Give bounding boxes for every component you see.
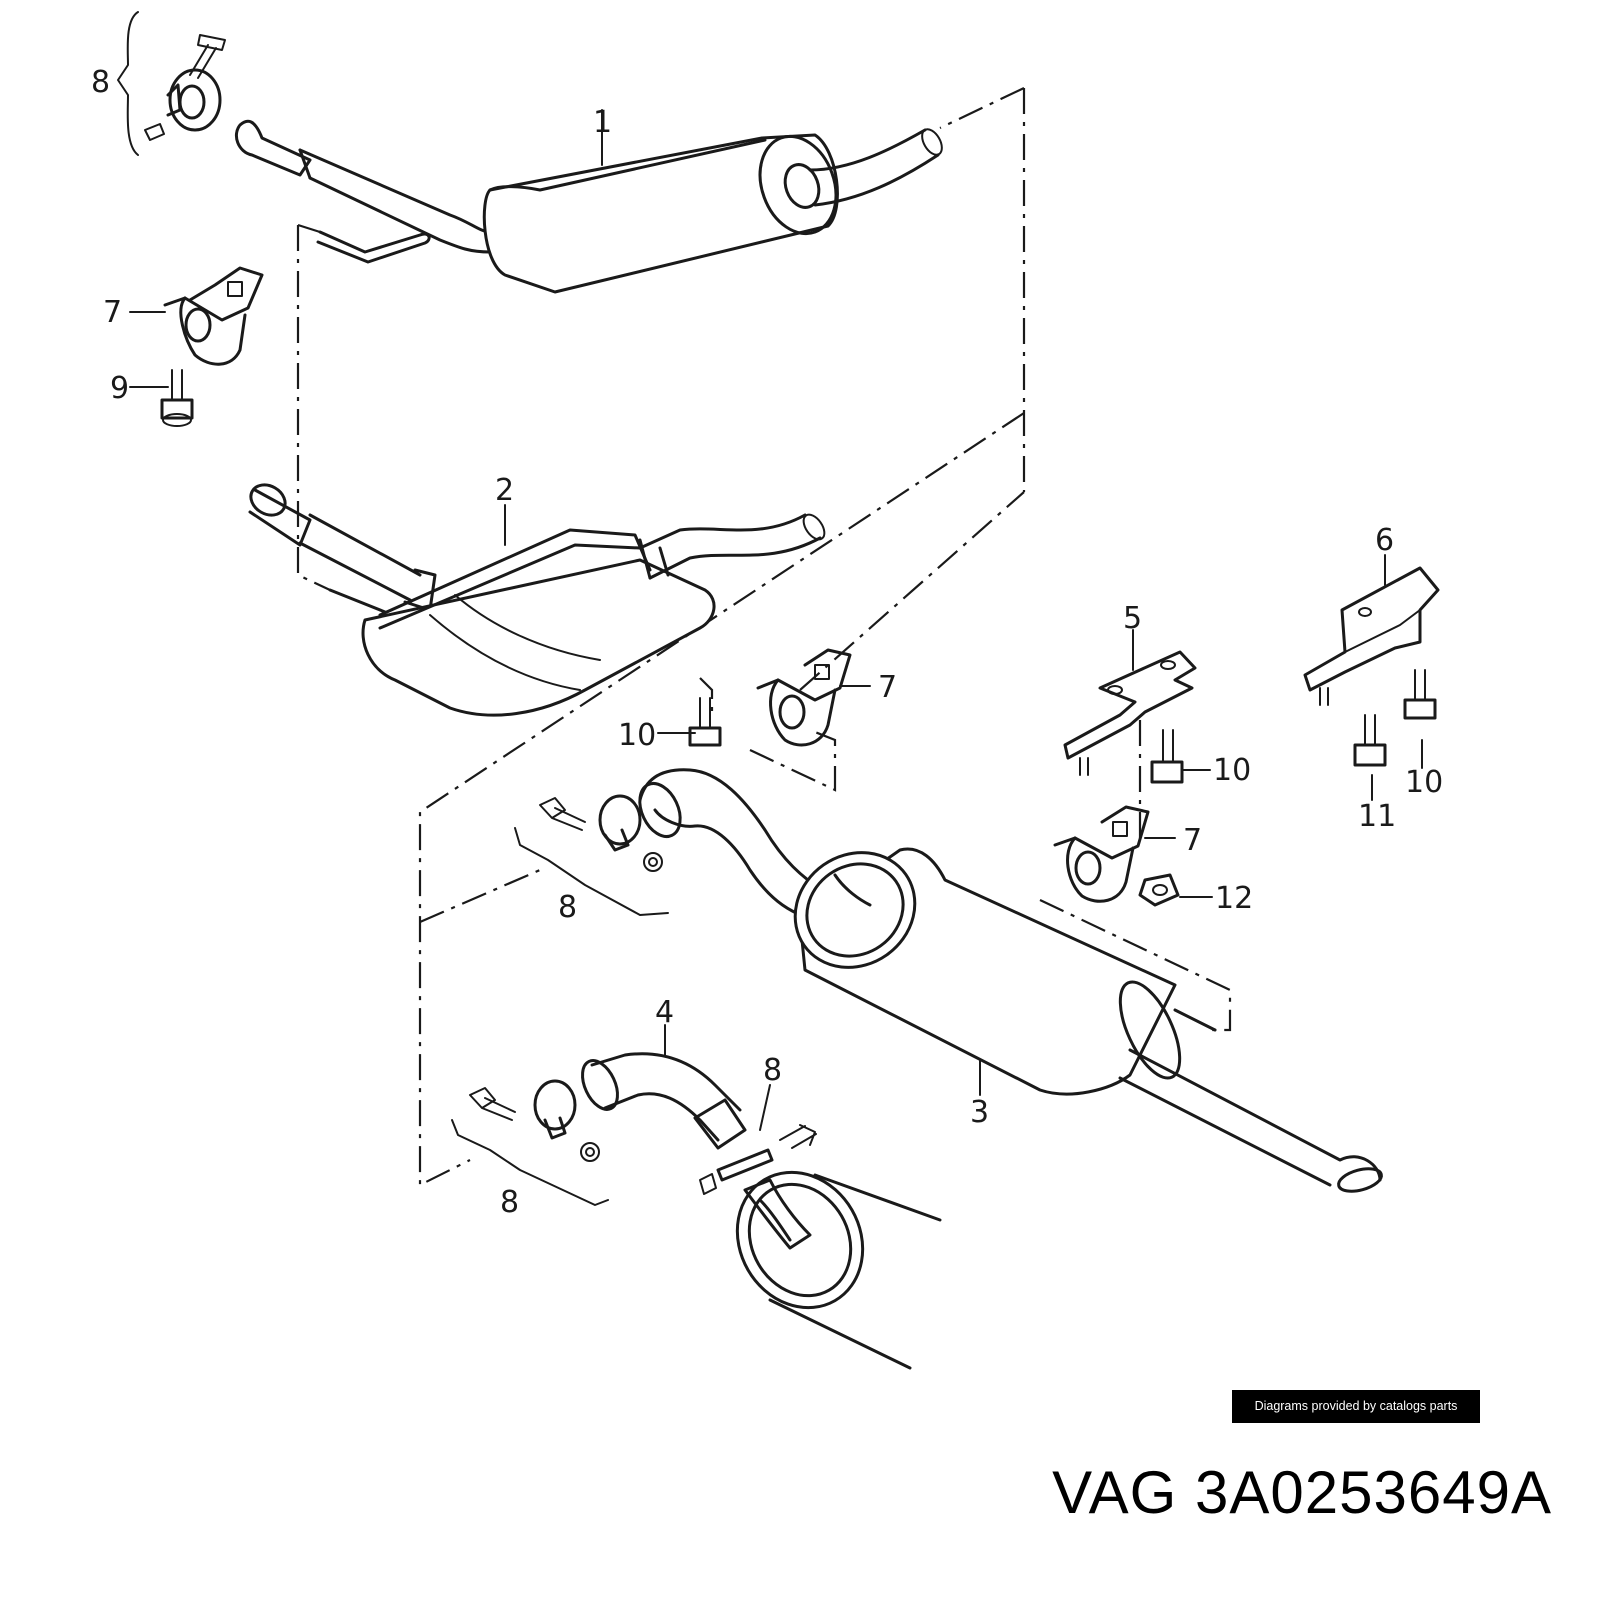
callout-2: 2 (495, 473, 514, 508)
clamp-part-8-top (144, 34, 226, 141)
assembly-frames (296, 87, 1232, 1187)
callout-10-center: 10 (1213, 753, 1251, 788)
leader-lines (117, 11, 1423, 1206)
callout-1: 1 (593, 105, 612, 140)
callout-7-middle: 7 (878, 670, 897, 705)
lower-muffler-detail (699, 1124, 942, 1370)
callout-8-pipe: 8 (763, 1053, 782, 1088)
callout-5: 5 (1123, 601, 1142, 636)
bolt-part-9 (160, 369, 194, 427)
callout-8-top: 8 (91, 65, 110, 100)
center-muffler-part-1 (235, 119, 943, 294)
bolt-part-10-left (688, 697, 722, 747)
bolt-part-10-center (1150, 729, 1184, 784)
rear-muffler-part-3 (638, 768, 1383, 1193)
callout-12: 12 (1215, 881, 1253, 916)
callout-7-top: 7 (103, 295, 122, 330)
callout-10-left: 10 (618, 718, 656, 753)
callout-3: 3 (970, 1095, 989, 1130)
clamp-part-8-lower (469, 1079, 600, 1162)
bracket-part-6 (1303, 566, 1440, 706)
part-number-label: VAG 3A0253649A (1052, 1459, 1552, 1526)
bolt-part-11 (1353, 714, 1387, 767)
callout-11: 11 (1358, 799, 1396, 834)
callout-8-middle: 8 (558, 890, 577, 925)
callout-4: 4 (655, 995, 674, 1030)
bolt-part-10-right (1403, 669, 1437, 720)
callout-7-right: 7 (1183, 823, 1202, 858)
callout-9: 9 (110, 371, 129, 406)
rubber-mount-part-7-middle (756, 648, 852, 747)
callout-numbers: 1 2 3 4 5 6 7 7 7 8 8 8 8 9 10 10 10 11 … (91, 65, 1443, 1220)
callout-10-right: 10 (1405, 765, 1443, 800)
clamp-part-8-middle (539, 794, 663, 872)
nut-part-12 (1138, 873, 1180, 907)
rubber-mount-part-7-top (163, 266, 264, 366)
catalog-credit-badge: Diagrams provided by catalogs parts (1232, 1390, 1480, 1423)
callout-6: 6 (1375, 523, 1394, 558)
catalytic-converter-part-2 (248, 483, 826, 717)
connecting-pipe-part-4 (581, 1052, 747, 1150)
bracket-part-5 (1063, 650, 1197, 776)
rubber-mount-part-7-right (1053, 805, 1150, 903)
callout-8-lower: 8 (500, 1185, 519, 1220)
